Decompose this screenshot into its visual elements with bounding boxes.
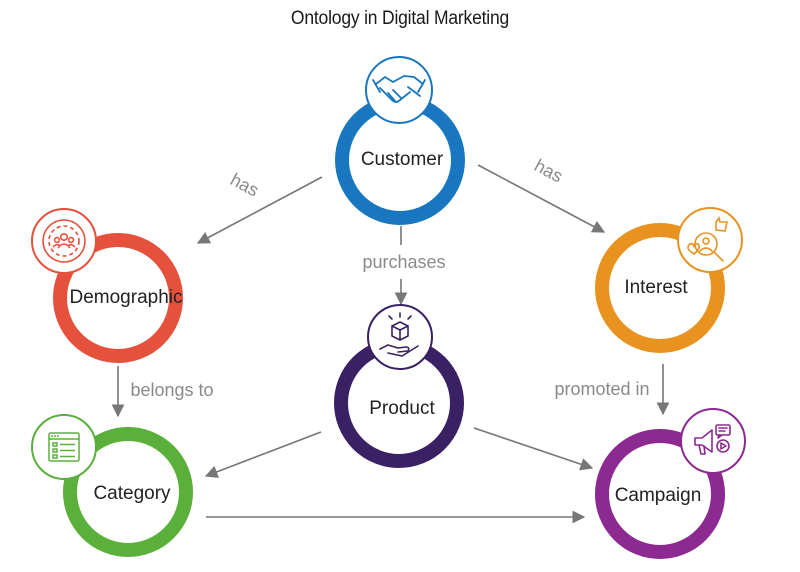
node-campaign: Campaign bbox=[595, 408, 746, 559]
edge-product-campaign bbox=[473, 427, 594, 471]
node-label-demographic: Demographic bbox=[70, 287, 183, 308]
node-label-interest: Interest bbox=[624, 277, 688, 298]
edge-product-category bbox=[204, 431, 322, 478]
person-search-like-icon bbox=[677, 207, 743, 273]
node-label-category: Category bbox=[93, 483, 171, 504]
handshake-icon bbox=[365, 56, 433, 124]
edge-customer-demographic bbox=[196, 176, 323, 244]
diagram-title: Ontology in Digital Marketing bbox=[290, 8, 510, 29]
list-window-icon bbox=[31, 414, 97, 480]
people-target-icon bbox=[31, 208, 97, 274]
edge-label-interest-campaign: promoted in bbox=[554, 379, 649, 399]
edge-label-demographic-category: belongs to bbox=[130, 380, 213, 400]
node-customer: Customer bbox=[335, 56, 465, 225]
node-label-campaign: Campaign bbox=[615, 485, 702, 506]
megaphone-icon bbox=[680, 408, 746, 474]
edge-label-customer-demographic: has bbox=[227, 169, 262, 200]
node-label-customer: Customer bbox=[361, 149, 444, 170]
node-product: Product bbox=[334, 304, 464, 468]
edge-label-customer-interest: has bbox=[531, 155, 566, 186]
box-hand-icon bbox=[367, 304, 433, 370]
edge-label-customer-product: purchases bbox=[362, 252, 445, 272]
edge-customer-interest bbox=[477, 164, 606, 233]
node-category: Category bbox=[31, 414, 193, 557]
node-label-product: Product bbox=[369, 398, 435, 419]
node-interest: Interest bbox=[595, 207, 743, 353]
node-demographic: Demographic bbox=[31, 208, 183, 363]
